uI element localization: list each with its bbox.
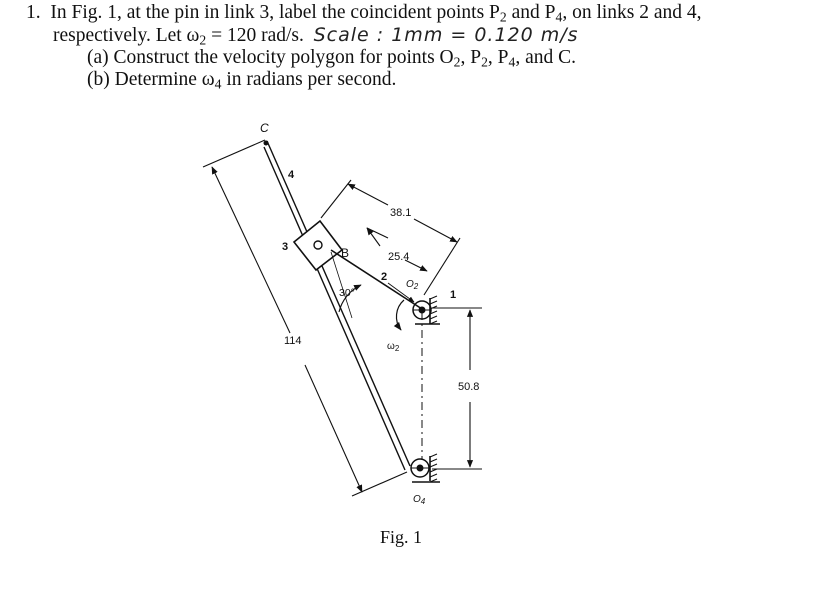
o2-label: O2 [406,279,419,291]
problem-text: and P [506,2,556,23]
link-1-label: 1 [450,289,456,301]
subscript: 2 [199,32,207,48]
dimension-50-label: 50.8 [458,381,479,393]
part-a: (a) Construct the velocity polygon for p… [87,47,576,73]
o4-ground-pivot [410,453,440,483]
problem-line-1: 1. In Fig. 1, at the pin in link 3, labe… [26,2,702,28]
figure-caption: Fig. 1 [380,527,422,547]
problem-line-2: respectively. Let ω2 = 120 rad/s. Scale … [53,24,579,51]
link-2-label: 2 [381,271,387,283]
subscript: 2 [481,54,488,70]
dimension-38-label: 38.1 [390,207,411,219]
angle-arc [338,284,362,313]
o4-subscript: 4 [421,497,426,506]
dimension-38 [320,179,461,296]
link-4-label: 4 [288,169,295,181]
slider-block-link-3 [292,219,344,272]
problem-text: respectively. Let ω [53,25,200,46]
o2-ground-pivot [412,295,440,325]
dimension-50 [432,307,482,470]
omega-2-arrow [393,299,405,331]
problem-text: = 120 rad/s. [206,25,304,46]
problem-text: , P [460,47,482,68]
omega-symbol: ω [387,341,395,352]
problem-text: , on links 2 and 4, [562,2,702,23]
subscript: 4 [214,76,222,92]
link-4 [263,140,411,471]
problem-text: , and C. [515,47,577,68]
problem-text: , P [487,47,509,68]
dimension-114-label: 114 [284,335,302,347]
o2-letter: O [406,279,414,290]
dimension-25-label: 25.4 [388,251,409,263]
problem-number: 1. [26,2,41,23]
subscript: 4 [555,9,563,25]
o2-subscript: 2 [413,282,419,291]
point-b-label: B [341,246,349,260]
link-3-label: 3 [282,241,288,253]
o4-label: O4 [413,494,426,506]
dimension-114 [202,139,408,497]
angle-label: 30° [339,287,355,299]
omega-subscript: 2 [395,344,400,353]
subscript: 2 [453,54,461,70]
omega-2-label: ω2 [387,341,400,353]
subscript: 2 [499,9,507,25]
link-2 [330,249,423,310]
o2-leader-line [387,282,415,303]
dimension-25 [366,227,428,272]
point-c-label: C [260,121,269,135]
problem-text: (a) Construct the velocity polygon for p… [87,47,454,68]
problem-text: In Fig. 1, at the pin in link 3, label t… [50,2,500,23]
point-c-marker [263,140,269,146]
subscript: 4 [508,54,516,70]
problem-text: in radians per second. [221,69,397,90]
part-b: (b) Determine ω4 in radians per second. [87,69,396,95]
angle-reference-line [330,251,353,319]
o4-letter: O [413,494,421,505]
problem-text: (b) Determine ω [87,69,215,90]
handwritten-scale-note: Scale : 1mm = 0.120 m/s [313,24,579,46]
